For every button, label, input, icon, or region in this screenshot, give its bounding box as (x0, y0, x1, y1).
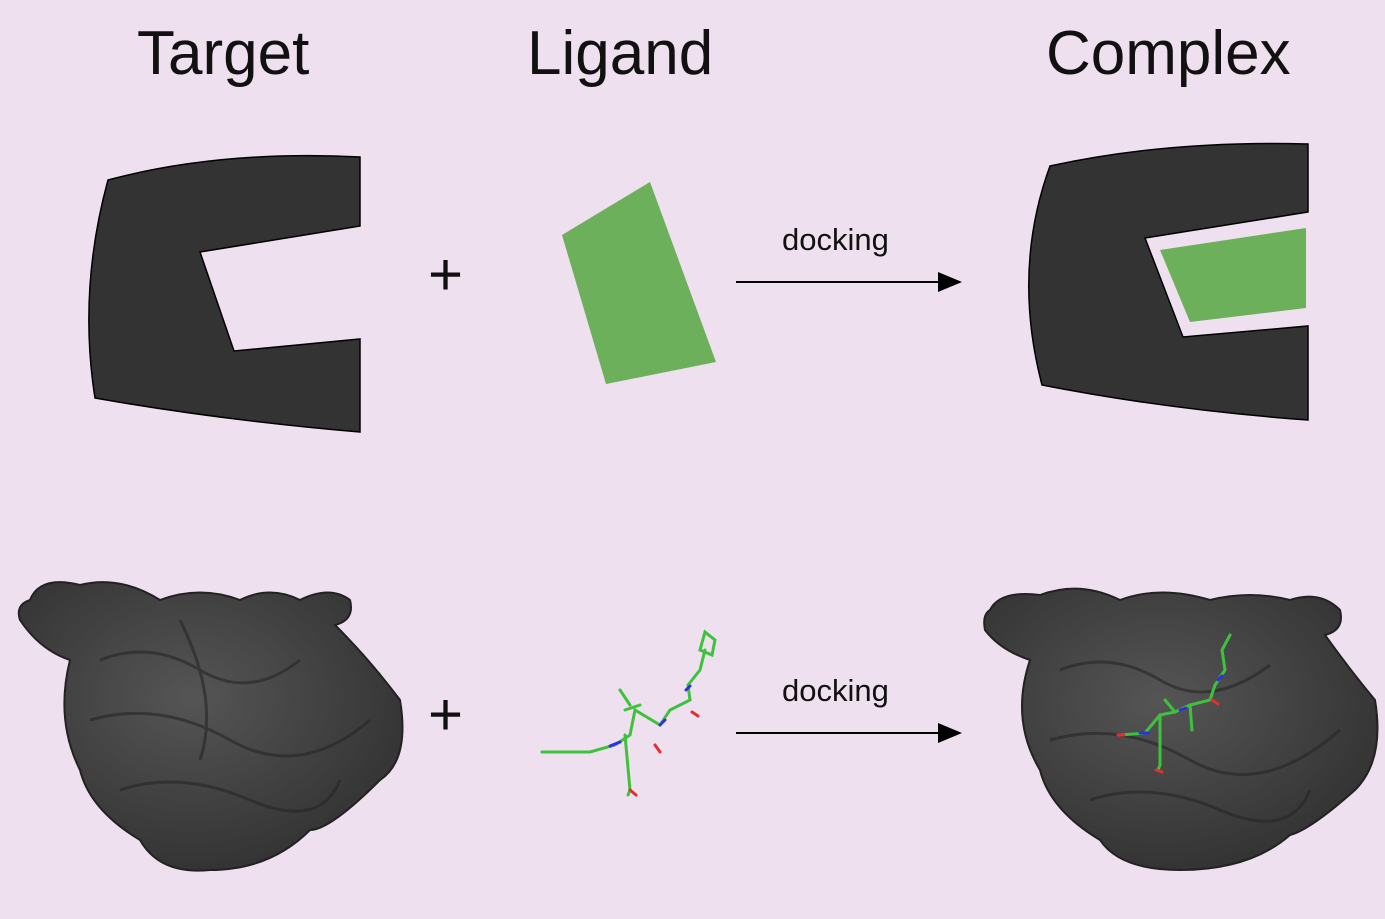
docked-ligand-molecule (1116, 633, 1232, 774)
docking-label-bottom: docking (782, 673, 889, 708)
title-ligand: Ligand (527, 19, 714, 88)
title-complex: Complex (1046, 19, 1291, 88)
plus-sign-bottom: + (428, 681, 464, 748)
complex-protein-surface (983, 587, 1379, 872)
complex-target-shape (1028, 142, 1309, 421)
title-target: Target (137, 19, 310, 88)
plus-sign-top: + (428, 241, 464, 308)
ligand-molecule (540, 629, 717, 797)
target-schematic-shape (88, 154, 361, 433)
complex-ligand-shape (1160, 228, 1306, 322)
docking-label-top: docking (782, 222, 889, 257)
ligand-schematic-shape (562, 182, 716, 384)
target-protein-surface (17, 581, 404, 872)
